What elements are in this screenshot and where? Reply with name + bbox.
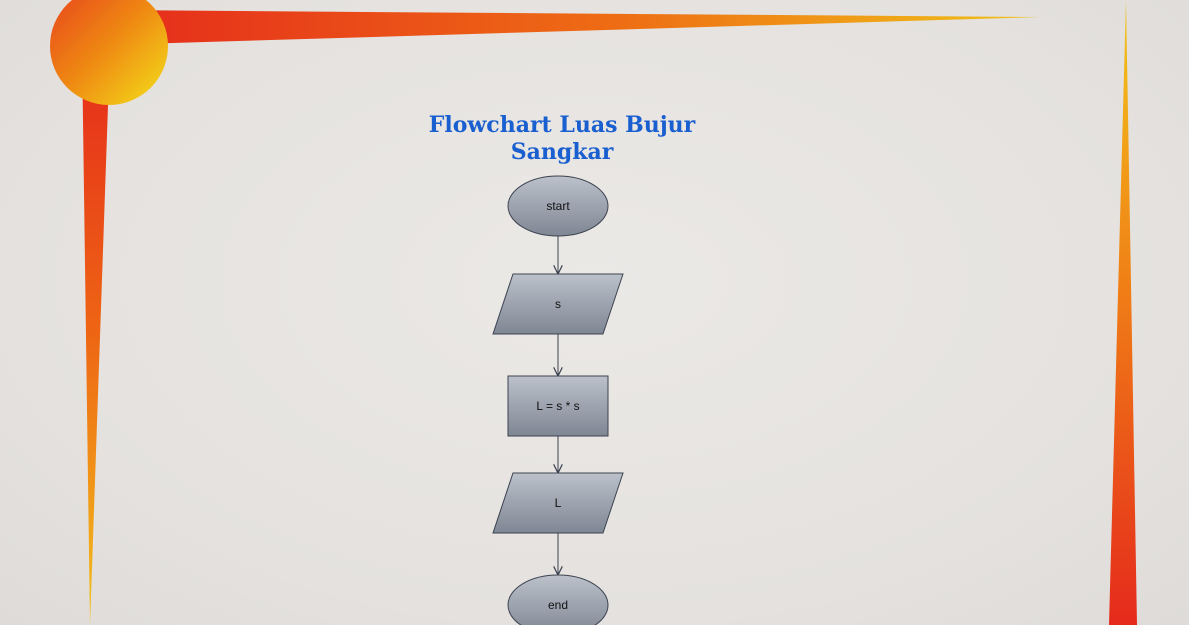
process-node-label: L = s * s [536, 399, 579, 413]
process-node: L = s * s [507, 375, 609, 437]
title-line-1: Flowchart Luas Bujur [428, 112, 696, 138]
page-title: Flowchart Luas Bujur Sangkar [412, 112, 712, 166]
sun-circle [50, 0, 168, 105]
left-accent-stroke [82, 48, 110, 625]
input-node: s [492, 273, 624, 335]
end-node: end [507, 574, 609, 625]
output-node: L [492, 472, 624, 534]
right-accent-stroke [1109, 0, 1137, 625]
input-node-label: s [555, 297, 561, 311]
output-node-label: L [555, 496, 562, 510]
top-accent-stroke [105, 10, 1040, 45]
start-node-label: start [546, 199, 570, 213]
end-node-label: end [548, 598, 568, 612]
start-node: start [507, 175, 609, 237]
title-line-2: Sangkar [510, 139, 614, 165]
